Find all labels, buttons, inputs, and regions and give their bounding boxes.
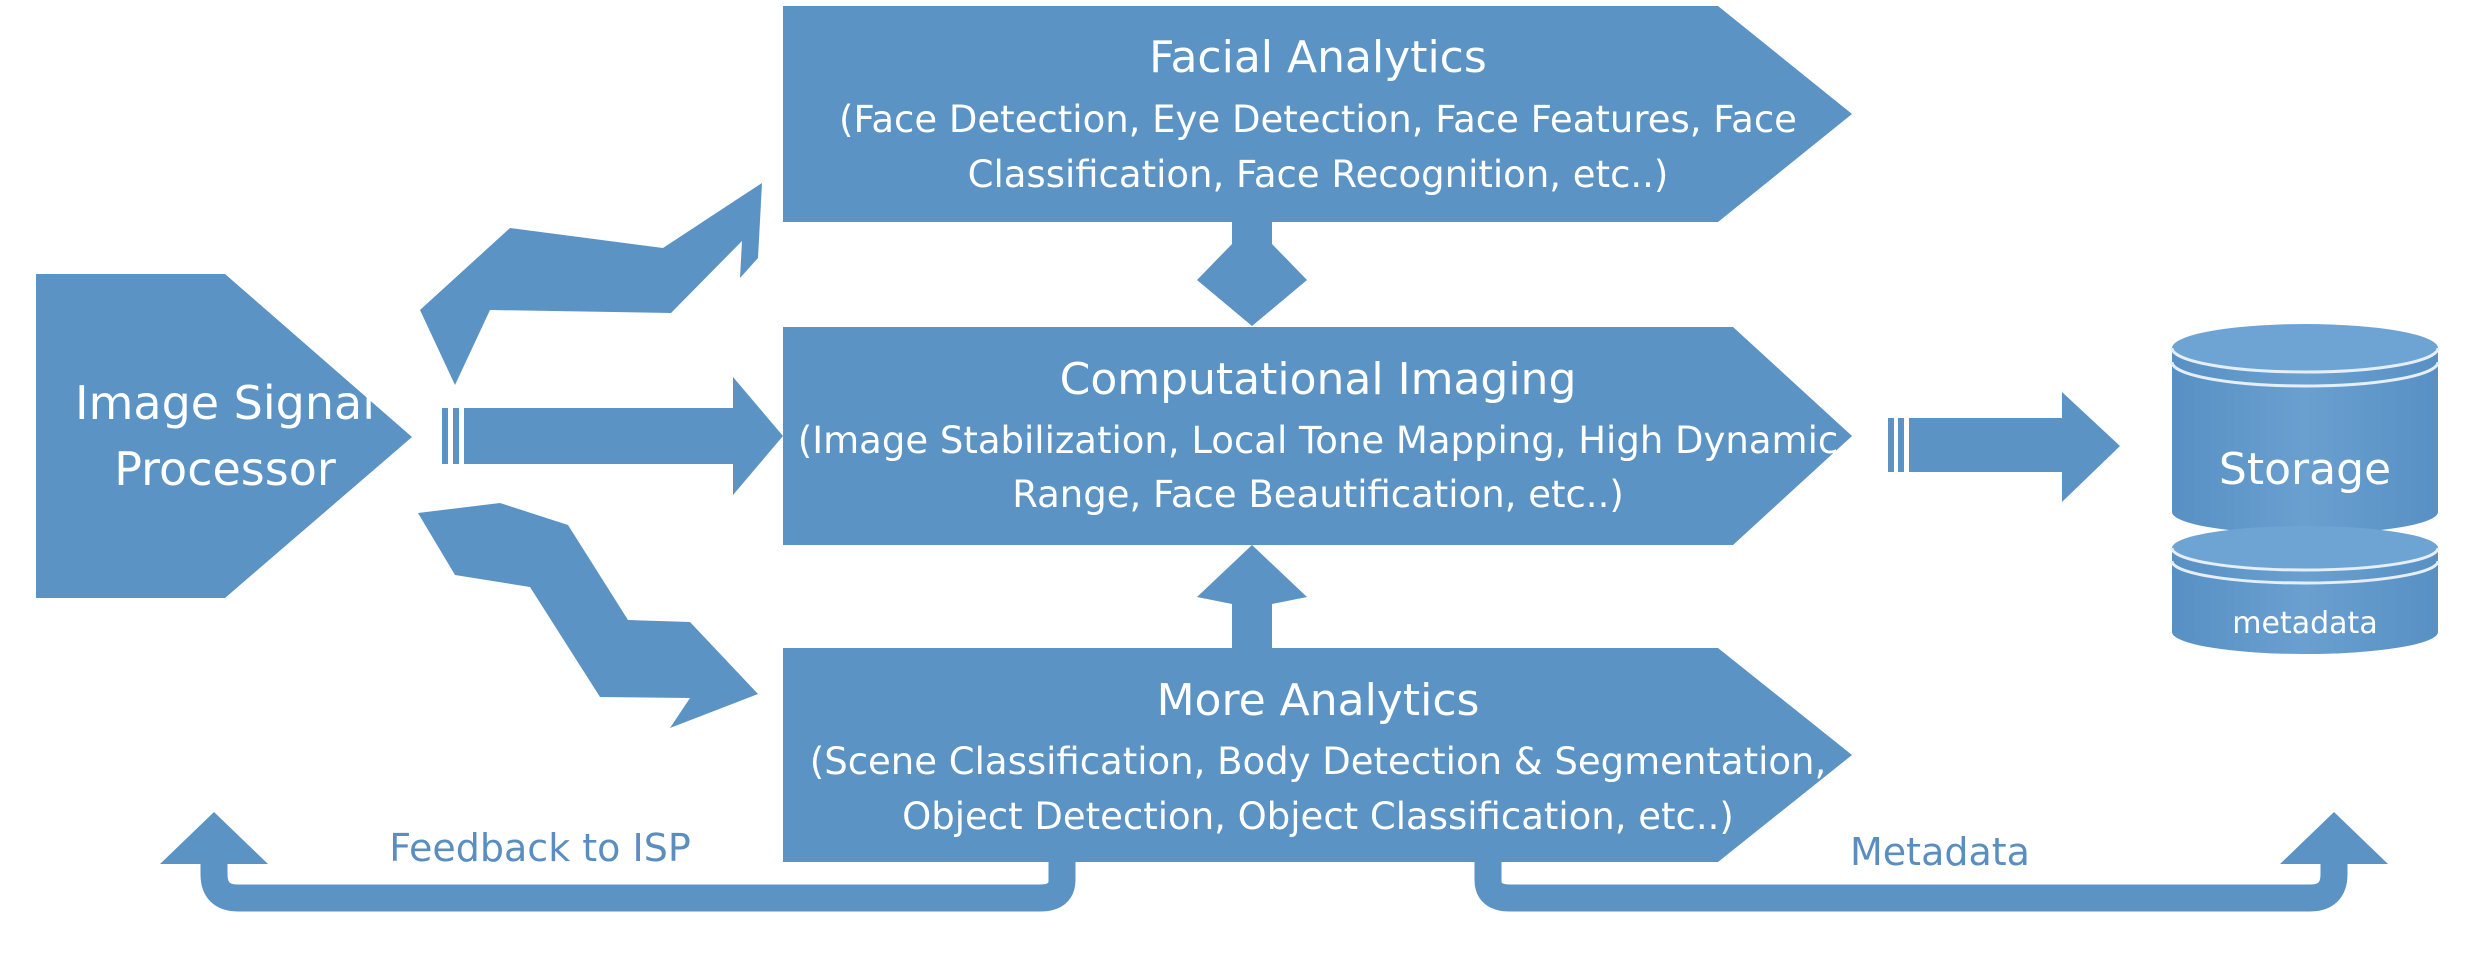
storage-label: Storage <box>2218 444 2392 495</box>
more-analytics-block <box>783 648 1852 862</box>
facial-analytics-block <box>783 6 1852 222</box>
feedback-arrow <box>160 812 1076 912</box>
computational-imaging-block <box>783 327 1852 545</box>
storage-cylinder <box>2170 324 2440 534</box>
computational-imaging-detail-line2: Range, Face Beautification, etc..) <box>1012 473 1624 516</box>
metadata-arrow <box>1474 812 2388 912</box>
computational-imaging-detail-line1: (Image Stabilization, Local Tone Mapping… <box>797 419 1839 462</box>
facial-analytics-title: Facial Analytics <box>1149 32 1487 83</box>
more-analytics-detail-line1: (Scene Classification, Body Detection & … <box>809 740 1827 783</box>
metadata-flow-label: Metadata <box>1850 830 2030 874</box>
facial-analytics-detail-line1: (Face Detection, Eye Detection, Face Fea… <box>839 98 1797 141</box>
arrow-to-facial <box>420 183 762 385</box>
metadata-cylinder <box>2170 526 2440 654</box>
more-analytics-detail-line2: Object Detection, Object Classification,… <box>902 795 1734 838</box>
isp-label: Image Signal Processor <box>75 376 375 496</box>
metadata-cylinder-label: metadata <box>2232 606 2378 641</box>
arrow-more-to-computational <box>1197 545 1307 648</box>
feedback-to-isp-label: Feedback to ISP <box>389 826 691 870</box>
more-analytics-title: More Analytics <box>1156 675 1480 726</box>
isp-block <box>36 274 412 598</box>
computational-imaging-title: Computational Imaging <box>1059 354 1577 405</box>
arrow-to-storage <box>1888 392 2120 502</box>
arrow-facial-to-computational <box>1197 222 1307 326</box>
arrow-to-more <box>418 503 758 728</box>
arrow-to-computational <box>442 377 783 495</box>
facial-analytics-detail-line2: Classification, Face Recognition, etc..) <box>967 153 1669 196</box>
